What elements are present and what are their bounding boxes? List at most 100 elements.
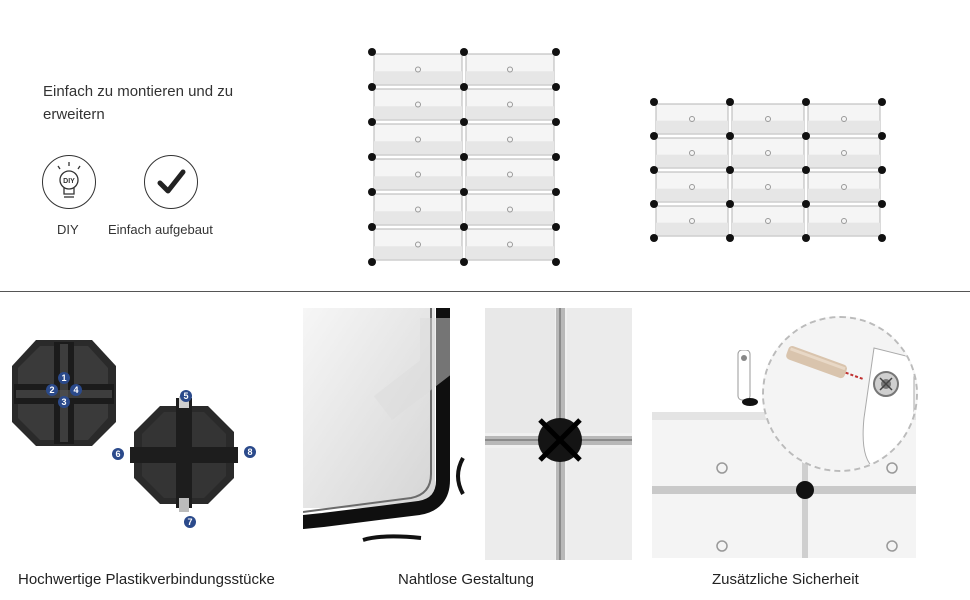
wide-cabinet-door-shade: [732, 222, 804, 235]
wide-cabinet-connector: [802, 234, 810, 242]
tall-cabinet-connector: [552, 153, 560, 161]
tall-cabinet-connector: [460, 258, 468, 266]
marker-5-label: 5: [183, 391, 188, 401]
tall-cabinet-door-shade: [466, 176, 554, 189]
wide-cabinet-door-handle: [765, 150, 771, 156]
wide-cabinet-connector: [878, 98, 886, 106]
wide-cabinet-connector: [878, 166, 886, 174]
wide-cabinet-connector: [802, 132, 810, 140]
tall-cabinet-door-shade: [466, 211, 554, 224]
wide-cabinet-door-handle: [765, 116, 771, 122]
checkmark-icon: [144, 155, 198, 209]
wide-cabinet-door-handle: [765, 184, 771, 190]
tall-cabinet-door-shade: [466, 71, 554, 84]
wide-cabinet-door-handle: [841, 150, 847, 156]
caption-connectors: Hochwertige Plastikverbindungsstücke: [18, 571, 275, 588]
caption-seamless: Nahtlose Gestaltung: [398, 571, 534, 588]
wide-cabinet-connector: [650, 200, 658, 208]
wide-cabinet-connector: [802, 166, 810, 174]
tall-cabinet-door-handle: [415, 171, 421, 178]
tall-cabinet-door-handle: [507, 66, 513, 73]
tall-cabinet-door-shade: [374, 71, 462, 84]
tall-cabinet-connector: [460, 83, 468, 91]
tall-cabinet-door-shade: [466, 246, 554, 259]
tall-cabinet-connector: [552, 83, 560, 91]
seamless-corner-image: [303, 308, 473, 545]
tall-cabinet-door-handle: [507, 136, 513, 143]
wide-cabinet-connector: [802, 200, 810, 208]
feature-diy: DIY: [42, 155, 96, 209]
wide-cabinet-connector: [650, 132, 658, 140]
wide-cabinet-connector: [726, 98, 734, 106]
wide-cabinet-connector: [726, 166, 734, 174]
tall-cabinet-connector: [552, 118, 560, 126]
tall-cabinet-connector: [460, 48, 468, 56]
wide-cabinet-door-handle: [841, 184, 847, 190]
wide-cabinet-connector: [650, 98, 658, 106]
marker-2-label: 2: [49, 385, 54, 395]
headline: Einfach zu montieren und zu erweitern: [43, 83, 234, 123]
feature-label-diy: DIY: [57, 222, 79, 237]
marker-6-label: 6: [115, 449, 120, 459]
tall-cabinet-door-handle: [415, 66, 421, 73]
tall-cabinet-door-shade: [466, 106, 554, 119]
tall-cabinet-door-handle: [507, 171, 513, 178]
tall-cabinet-door-handle: [415, 136, 421, 143]
wide-cabinet-door-shade: [656, 154, 728, 167]
marker-2: [46, 384, 58, 396]
wide-cabinet-door-handle: [689, 116, 695, 122]
marker-8: [244, 446, 256, 458]
marker-3: [58, 396, 70, 408]
diy-bulb-icon: DIY: [42, 155, 96, 209]
wide-cabinet-door-shade: [808, 188, 880, 201]
seamless-junction-image: [485, 308, 632, 560]
wide-cabinet-door-handle: [689, 218, 695, 224]
tall-cabinet-connector: [368, 223, 376, 231]
tall-cabinet-connector: [368, 188, 376, 196]
wide-cabinet-connector: [726, 200, 734, 208]
marker-3-label: 3: [61, 397, 66, 407]
marker-5: [180, 390, 192, 402]
tall-cabinet-connector: [552, 258, 560, 266]
tall-cabinet-connector: [552, 223, 560, 231]
wide-cabinet-connector: [878, 132, 886, 140]
tall-cabinet-connector: [552, 48, 560, 56]
tall-cabinet-connector: [368, 258, 376, 266]
marker-1: [58, 372, 70, 384]
wide-cabinet-door-shade: [808, 222, 880, 235]
wide-cabinet-door-shade: [656, 188, 728, 201]
marker-7-label: 7: [187, 517, 192, 527]
tall-cabinet-door-handle: [507, 101, 513, 108]
tall-cabinet-image: [368, 48, 560, 266]
tall-cabinet-connector: [460, 223, 468, 231]
tall-cabinet-connector: [552, 188, 560, 196]
wide-cabinet-door-shade: [808, 154, 880, 167]
wide-cabinet-door-handle: [689, 184, 695, 190]
tall-cabinet-door-shade: [374, 246, 462, 259]
wide-cabinet-connector: [650, 234, 658, 242]
section-divider: [0, 291, 970, 292]
tall-cabinet-door-handle: [507, 241, 513, 248]
tall-cabinet-connector: [368, 48, 376, 56]
wide-cabinet-door-shade: [656, 222, 728, 235]
tall-cabinet-connector: [368, 83, 376, 91]
marker-4: [70, 384, 82, 396]
tall-cabinet-connector: [460, 118, 468, 126]
wide-cabinet-connector: [878, 234, 886, 242]
tall-cabinet-door-handle: [415, 101, 421, 108]
marker-1-label: 1: [61, 373, 66, 383]
wide-cabinet-door-handle: [765, 218, 771, 224]
tall-cabinet-connector: [460, 188, 468, 196]
magnified-anchor-detail: [762, 316, 918, 472]
wide-cabinet-door-handle: [689, 150, 695, 156]
tall-cabinet-door-shade: [374, 141, 462, 154]
marker-4-label: 4: [73, 385, 78, 395]
wide-cabinet-door-handle: [841, 218, 847, 224]
tall-cabinet-door-shade: [374, 106, 462, 119]
wide-cabinet-image: [650, 98, 886, 242]
wide-cabinet-connector: [650, 166, 658, 174]
wide-cabinet-connector: [802, 98, 810, 106]
marker-8-label: 8: [247, 447, 252, 457]
wide-cabinet-door-shade: [656, 120, 728, 133]
wide-cabinet-door-handle: [841, 116, 847, 122]
